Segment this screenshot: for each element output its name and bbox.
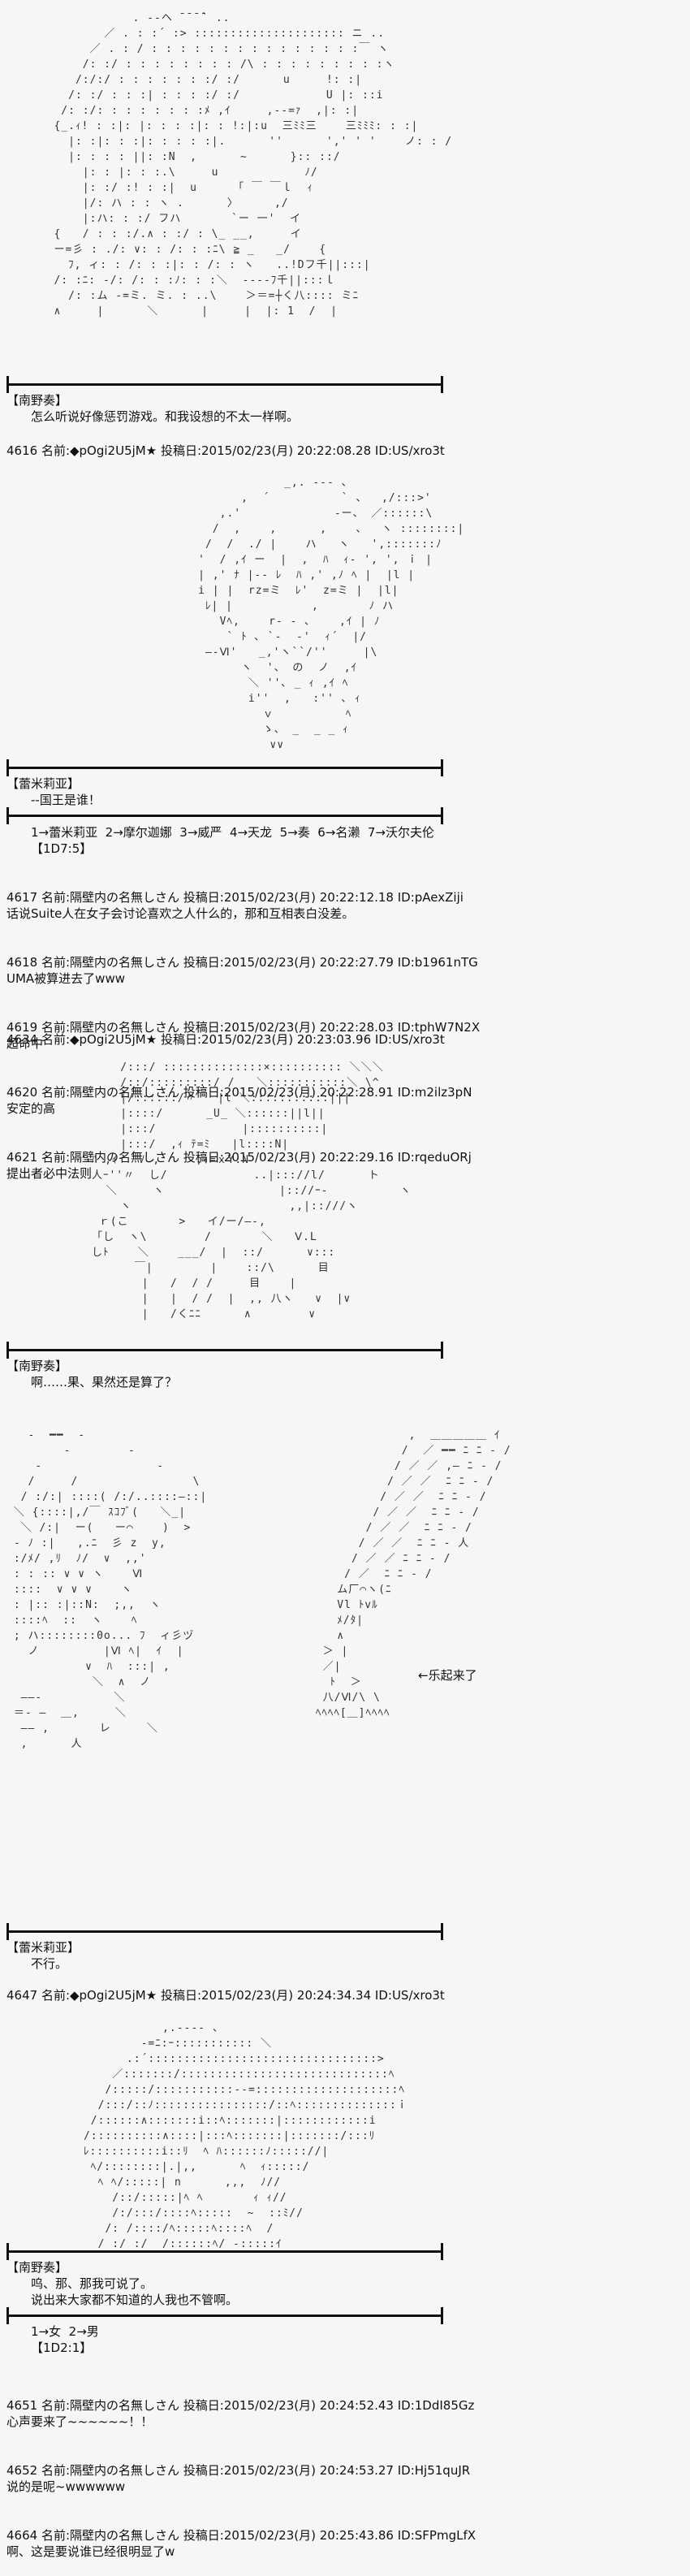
speaker-name: 【南野奏】 — [6, 393, 68, 408]
comment-text: 超命中 — [6, 1036, 44, 1051]
comment-list: 4617 名前:隔壁内の名無しさん 投稿日:2015/02/23(月) 20:2… — [6, 857, 480, 1198]
comment-text: 话说Suite人在女子会讨论喜欢之人什么的，那和互相表白没差。 — [6, 906, 355, 921]
speaker-name: 【蕾米莉亚】 — [6, 776, 80, 791]
comment-header: 4620 名前:隔壁内の名無しさん 投稿日:2015/02/23(月) 20:2… — [6, 1085, 472, 1100]
dice-result: 【1D2:1】 — [31, 2340, 93, 2355]
post-header: 4634 名前:◆pOgi2U5jM★ 投稿日:2015/02/23(月) 20… — [6, 1032, 445, 1047]
dialogue-line: 怎么听说好像惩罚游戏。和我设想的不太一样啊。 — [31, 409, 300, 424]
section-divider — [6, 1923, 443, 1940]
dialogue-block: 【蕾米莉亚】 --国王是谁！ — [6, 776, 101, 808]
ascii-art-wings: , ＿＿＿＿＿ ｲ / ／ ━━ ﾆ ﾆ - / / ／ ／ ,― ﾆ - / … — [315, 1429, 511, 1719]
ascii-art-character-2: _,. --- 、 , ´ ` 、 ,/:::>' ,.' -ー、 ／:::::… — [198, 477, 465, 751]
comment-header: 4619 名前:隔壁内の名無しさん 投稿日:2015/02/23(月) 20:2… — [6, 1020, 481, 1035]
speaker-name: 【南野奏】 — [6, 2260, 68, 2275]
section-divider — [6, 376, 443, 393]
comment-text: UMA被算进去了www — [6, 971, 125, 986]
post-header: 4616 名前:◆pOgi2U5jM★ 投稿日:2015/02/23(月) 20… — [6, 443, 445, 458]
dialogue-line: 不行。 — [31, 1956, 68, 1971]
speaker-name: 【蕾米莉亚】 — [6, 1940, 80, 1955]
post-header: 4647 名前:◆pOgi2U5jM★ 投稿日:2015/02/23(月) 20… — [6, 1988, 445, 2003]
comment-text: 说的是呢~wwwwww — [6, 2479, 126, 2494]
ascii-art-character-3: /:::/ ::::::::::::::×:::::::::: ＼＼＼ /::/… — [91, 1061, 412, 1320]
ascii-art-character-4: ‐ ━━ ‐ ‐ ‐ ‐ ‐ / / \ / :/:| ::::( /:/..:… — [13, 1429, 208, 1750]
dialogue-block: 【南野奏】呜、那、那我可说了。说出来大家都不知道的人我也不管啊。 — [6, 2259, 238, 2308]
comment-header: 4618 名前:隔壁内の名無しさん 投稿日:2015/02/23(月) 20:2… — [6, 955, 478, 970]
art-annotation: ←乐起来了 — [418, 1668, 477, 1683]
dialogue-line: 说出来大家都不知道的人我也不管啊。 — [31, 2293, 239, 2307]
dialogue-line: 啊……果、果然还是算了？ — [31, 1375, 178, 1390]
comment-text: 提出者必中法则 — [6, 1166, 93, 1181]
comment-header: 4652 名前:隔壁内の名無しさん 投稿日:2015/02/23(月) 20:2… — [6, 2463, 471, 2478]
comment-list: 4651 名前:隔壁内の名無しさん 投稿日:2015/02/23(月) 20:2… — [6, 2365, 476, 2576]
comment-text: 心声要来了~~~~~~！！ — [6, 2414, 153, 2429]
comment-header: 4651 名前:隔壁内の名無しさん 投稿日:2015/02/23(月) 20:2… — [6, 2398, 475, 2413]
dialogue-block: 【蕾米莉亚】不行。 — [6, 1939, 80, 1972]
section-divider — [6, 807, 443, 824]
dice-options: 1→女 2→男 — [31, 2324, 99, 2339]
ascii-art-character-1: . -‐ヘ ̄ ̄ ̄ ̄` .. ／ . : :´ :> ::::::::::… — [54, 12, 453, 318]
comment-header: 4621 名前:隔壁内の名無しさん 投稿日:2015/02/23(月) 20:2… — [6, 1150, 472, 1165]
dice-roll: 1→蕾米莉亚 2→摩尔迦娜 3→威严 4→天龙 5→奏 6→名濑 7→沃尔夫伦【… — [6, 824, 434, 857]
dialogue-line: 呜、那、那我可说了。 — [31, 2276, 153, 2291]
comment-header: 4664 名前:隔壁内の名無しさん 投稿日:2015/02/23(月) 20:2… — [6, 2528, 477, 2543]
dialogue-block: 【南野奏】怎么听说好像惩罚游戏。和我设想的不太一样啊。 — [6, 392, 299, 425]
comment-text: 安定的高 — [6, 1101, 56, 1116]
dialogue-block: 【南野奏】啊……果、果然还是算了？ — [6, 1358, 177, 1390]
dialogue-line: --国王是谁！ — [31, 793, 101, 807]
dice-roll: 1→女 2→男【1D2:1】 — [6, 2323, 99, 2356]
dice-result: 【1D7:5】 — [31, 841, 93, 856]
section-divider — [6, 2243, 443, 2260]
section-divider — [6, 1342, 443, 1359]
ascii-art-character-5: ,.-‐‐- 、 -=ﾆ:ｰ::::::::::: ＼ .:´:::::::::… — [83, 2022, 408, 2250]
comment-header: 4617 名前:隔壁内の名無しさん 投稿日:2015/02/23(月) 20:2… — [6, 890, 464, 905]
comment-text: 啊、这是要说谁已经很明显了w — [6, 2544, 175, 2559]
dice-options: 1→蕾米莉亚 2→摩尔迦娜 3→威严 4→天龙 5→奏 6→名濑 7→沃尔夫伦 — [31, 825, 435, 840]
section-divider — [6, 2307, 443, 2324]
speaker-name: 【南野奏】 — [6, 1359, 68, 1373]
section-divider — [6, 759, 443, 776]
